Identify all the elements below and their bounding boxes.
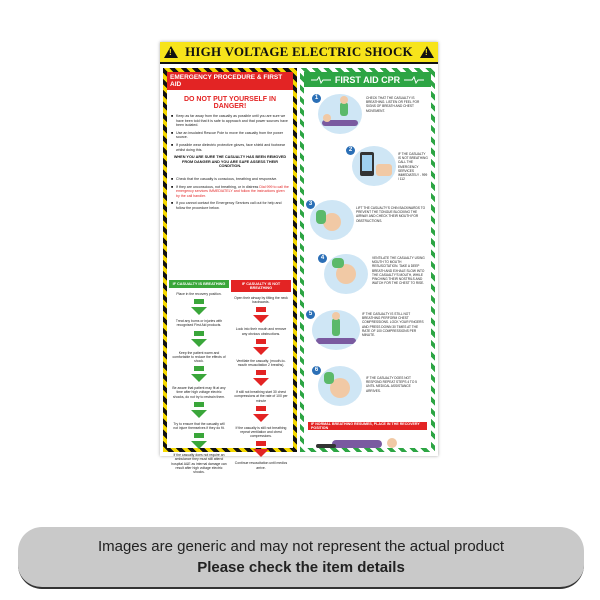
cpr-illustration — [310, 200, 354, 240]
cpr-illustration — [318, 94, 362, 134]
not-breathing-step: Ventilate the casualty. (mouth-to-mouth … — [236, 358, 286, 368]
bullet-text: If they are unconscious, not breathing, … — [176, 184, 259, 189]
procedure-bullet: Check that the casualty is conscious, br… — [171, 177, 289, 182]
poster-title-bar: HIGH VOLTAGE ELECTRIC SHOCK — [160, 42, 438, 64]
cpr-step-number: 3 — [306, 200, 315, 209]
cpr-step-number: 5 — [306, 310, 315, 319]
cpr-step: 1 CHECK THAT THE CASUALTY IS BREATHING. … — [308, 92, 427, 138]
first-aid-cpr-panel: FIRST AID CPR 1 CHECK THAT THE CASUALTY … — [300, 68, 435, 452]
danger-warning: DO NOT PUT YOURSELF IN DANGER! — [183, 96, 277, 110]
down-arrow-icon — [256, 370, 266, 376]
cpr-step: 2 IF THE CASUALTY IS NOT BREATHING CALL … — [308, 146, 428, 192]
procedure-bullet: If you cannot contact the Emergency Serv… — [171, 201, 289, 210]
cpr-step-number: 6 — [312, 366, 321, 375]
cpr-step-text: IF THE CASUALTY IS STILL NOT BREATHING P… — [362, 312, 424, 338]
procedure-bullets-2: Check that the casualty is conscious, br… — [167, 173, 293, 211]
not-breathing-step: If still not breathing start 30 chest co… — [234, 390, 288, 403]
cpr-step: 4 VENTILATE THE CASUALTY USING MOUTH TO … — [308, 254, 427, 300]
recovery-position-illustration — [316, 438, 397, 448]
breathing-step: If the casualty does not require an ambu… — [171, 453, 227, 475]
breathing-column: IF CASUALTY IS BREATHING Place in the re… — [169, 280, 229, 474]
procedure-bullet: Keep as far away from the casualty as po… — [171, 114, 289, 128]
cpr-step: 6 IF THE CASUALTY DOES NOT RESPOND REPEA… — [308, 366, 427, 412]
down-arrow-icon — [191, 338, 207, 347]
first-aid-cpr-title: FIRST AID CPR — [334, 74, 401, 85]
down-arrow-icon — [253, 346, 269, 355]
cpr-illustration — [318, 366, 362, 406]
cpr-illustration — [352, 146, 396, 186]
cpr-step-text: VENTILATE THE CASUALTY USING MOUTH TO MO… — [372, 256, 425, 286]
down-arrow-icon — [191, 374, 207, 383]
down-arrow-icon — [253, 449, 269, 458]
down-arrow-icon — [253, 413, 269, 422]
disclaimer-banner: Images are generic and may not represent… — [18, 527, 584, 589]
down-arrow-icon — [194, 401, 204, 407]
first-aid-cpr-header: FIRST AID CPR — [304, 72, 431, 87]
not-breathing-step: If the casualty is still not breathing r… — [235, 425, 287, 439]
cpr-step: 3 LIFT THE CASUALTY'S CHIN BACKWARDS TO … — [306, 200, 427, 246]
breathing-step: Be aware that patient may fit at any tim… — [172, 386, 226, 399]
disclaimer-text: Images are generic and may not represent… — [97, 538, 505, 555]
assess-condition-note: WHEN YOU ARE SURE THE CASUALTY HAS BEEN … — [173, 155, 287, 169]
recovery-position-header: IF NORMAL BREATHING RESUMES, PLACE IN TH… — [308, 422, 427, 430]
down-arrow-icon — [256, 338, 266, 344]
cpr-step-text: IF THE CASUALTY IS NOT BREATHING CALL TH… — [398, 152, 428, 182]
cpr-step: 5 IF THE CASUALTY IS STILL NOT BREATHING… — [306, 310, 427, 356]
emergency-procedure-header: EMERGENCY PROCEDURE & FIRST AID — [167, 72, 293, 90]
down-arrow-icon — [191, 441, 207, 450]
cpr-illustration — [312, 310, 360, 350]
down-arrow-icon — [256, 441, 266, 447]
procedure-bullet: If they are unconscious, not breathing, … — [171, 185, 289, 199]
cpr-step-number: 4 — [318, 254, 327, 263]
breathing-step: Keep the patient warm and comfortable to… — [172, 350, 226, 364]
cpr-illustration — [324, 254, 368, 294]
not-breathing-column-header: IF CASUALTY IS NOT BREATHING — [231, 280, 291, 292]
procedure-bullet: Use an insulated Rescue Pole to move the… — [171, 131, 289, 140]
down-arrow-icon — [253, 378, 269, 387]
not-breathing-step: Open their airway by tilting the neck ba… — [234, 296, 288, 305]
down-arrow-icon — [194, 366, 204, 372]
emergency-procedure-panel: EMERGENCY PROCEDURE & FIRST AID DO NOT P… — [163, 68, 297, 474]
not-breathing-step: Look into their mouth and remove any obv… — [235, 327, 287, 336]
cpr-step-text: LIFT THE CASUALTY'S CHIN BACKWARDS TO PR… — [356, 206, 426, 223]
poster-title: HIGH VOLTAGE ELECTRIC SHOCK — [185, 44, 413, 59]
heartbeat-icon — [310, 75, 331, 84]
cpr-step-text: IF THE CASUALTY DOES NOT RESPOND REPEAT … — [366, 376, 417, 393]
down-arrow-icon — [194, 330, 204, 336]
breathing-step: Try to ensure that the casualty will not… — [173, 421, 225, 431]
down-arrow-icon — [191, 307, 207, 316]
procedure-bullets: Keep as far away from the casualty as po… — [167, 110, 293, 152]
emergency-call-instruction: Dial 999 to call the emergency services … — [176, 184, 289, 198]
not-breathing-column: IF CASUALTY IS NOT BREATHING Open their … — [231, 280, 291, 474]
not-breathing-step: Continue resuscitation until medics arri… — [234, 461, 288, 470]
warning-triangle-icon — [164, 46, 178, 58]
down-arrow-icon — [194, 299, 204, 305]
cpr-step-number: 2 — [346, 146, 355, 155]
down-arrow-icon — [253, 315, 269, 324]
procedure-bullet: If possible wear dielectric protective g… — [171, 143, 289, 152]
down-arrow-icon — [256, 405, 266, 411]
breathing-step: Treat any burns or injuries with recogni… — [175, 319, 223, 328]
down-arrow-icon — [256, 307, 266, 313]
breathing-column-header: IF CASUALTY IS BREATHING — [169, 280, 229, 288]
safety-poster: HIGH VOLTAGE ELECTRIC SHOCK EMERGENCY PR… — [160, 42, 438, 474]
breathing-step: Place in the recovery position. — [176, 292, 222, 296]
check-details-text: Please check the item details — [197, 559, 405, 576]
warning-triangle-icon — [419, 46, 434, 58]
cpr-step-text: CHECK THAT THE CASUALTY IS BREATHING. LI… — [366, 96, 420, 113]
breathing-columns: IF CASUALTY IS BREATHING Place in the re… — [169, 280, 291, 474]
down-arrow-icon — [194, 433, 204, 439]
cpr-step-number: 1 — [312, 94, 321, 103]
heartbeat-icon — [404, 75, 425, 84]
down-arrow-icon — [191, 409, 207, 418]
